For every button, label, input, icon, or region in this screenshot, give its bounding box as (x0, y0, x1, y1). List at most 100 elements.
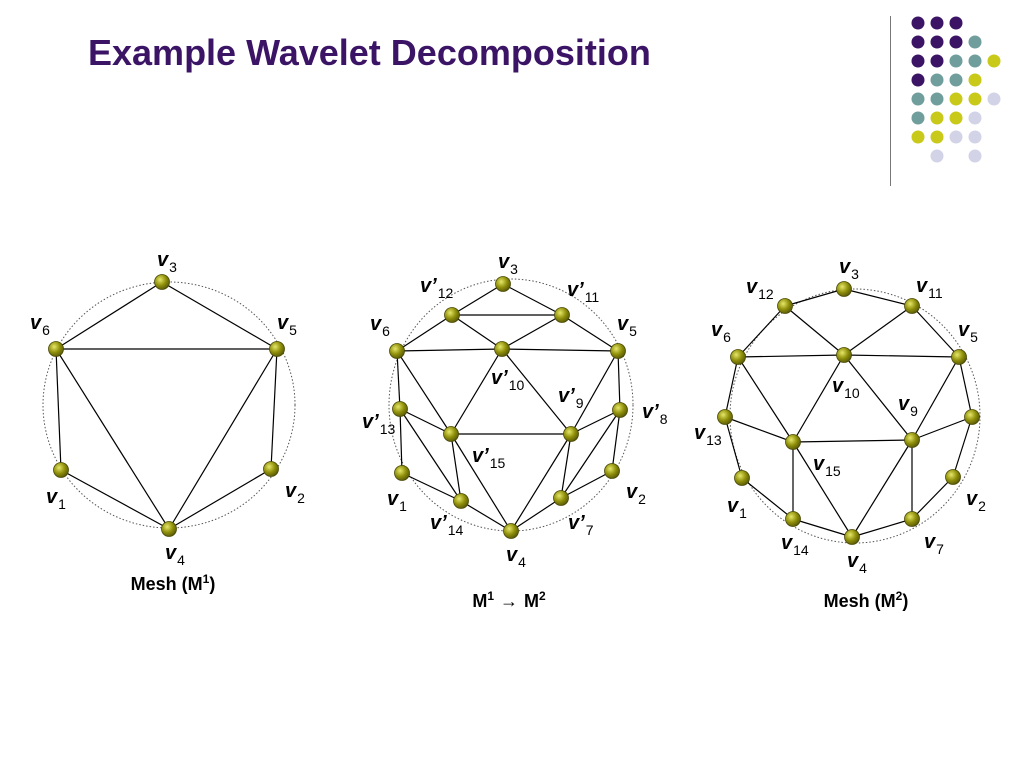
vertex-node (836, 281, 852, 297)
mesh-edge (737, 356, 794, 443)
mesh-edge (396, 350, 401, 410)
mesh-edge (55, 348, 170, 530)
mesh-edge (560, 433, 572, 499)
vertex-node (951, 349, 967, 365)
mesh-edge (399, 408, 403, 474)
vertex-node (53, 462, 69, 478)
mesh-edge (399, 408, 462, 502)
mesh-edge (843, 305, 913, 356)
decor-dot (968, 73, 982, 87)
mesh-edge (168, 348, 278, 530)
vertex-node (904, 432, 920, 448)
mesh-edge (401, 472, 462, 502)
vertex-node (154, 274, 170, 290)
vertex-node (563, 426, 579, 442)
vertex-label: v’11 (567, 279, 599, 305)
decor-dot (949, 130, 963, 144)
mesh-edge (396, 348, 503, 352)
vertex-node (495, 276, 511, 292)
decor-dot (911, 92, 925, 106)
mesh-edge (570, 350, 619, 435)
decor-dot (968, 35, 982, 49)
vertex-label: v’8 (642, 401, 668, 427)
vertex-label: v’7 (568, 512, 594, 538)
vertex-node (503, 523, 519, 539)
vertex-label: v12 (746, 276, 774, 302)
vertex-label: v’14 (430, 512, 463, 538)
mesh-edge (958, 356, 973, 418)
mesh-edge (399, 408, 452, 435)
vertex-node (443, 426, 459, 442)
mesh-edge (741, 477, 794, 520)
mesh-edge (161, 281, 278, 350)
mesh-edge (450, 433, 462, 502)
vertex-node (945, 469, 961, 485)
mesh-edge (510, 433, 572, 532)
decor-dot (930, 54, 944, 68)
decor-dot (911, 54, 925, 68)
vertex-node (610, 343, 626, 359)
mesh-edge (911, 356, 960, 441)
vertex-node (494, 341, 510, 357)
mesh-edge (851, 518, 913, 538)
mesh-edge (724, 356, 739, 418)
mesh-edge (396, 314, 453, 352)
vertex-label: v3 (839, 256, 859, 282)
decor-dot (949, 92, 963, 106)
decorative-divider-line (890, 16, 891, 186)
vertex-node (964, 409, 980, 425)
decor-dot (968, 54, 982, 68)
mesh-edge (396, 350, 452, 435)
vertex-label: v2 (285, 480, 305, 506)
mesh-edge (724, 416, 794, 443)
decor-dot (930, 73, 944, 87)
mesh-edge (510, 497, 562, 532)
mesh-edge (460, 500, 512, 532)
decor-dot (911, 130, 925, 144)
vertex-node (785, 511, 801, 527)
decor-dot (968, 111, 982, 125)
mesh-edge (792, 439, 913, 443)
decor-dot (949, 35, 963, 49)
mesh-edge (501, 348, 619, 352)
vertex-node (554, 307, 570, 323)
vertex-label: v11 (916, 275, 943, 301)
vertex-label: v2 (626, 481, 646, 507)
mesh-edge (737, 354, 845, 358)
vertex-label: v3 (157, 249, 177, 275)
decor-dot (911, 35, 925, 49)
vertex-node (269, 341, 285, 357)
vertex-node (604, 463, 620, 479)
vertex-node (836, 347, 852, 363)
vertex-label: v1 (46, 486, 66, 512)
mesh-edge (911, 476, 954, 520)
mesh-edge (560, 409, 621, 499)
vertex-node (161, 521, 177, 537)
caption-mesh-m1: Mesh (M1) (131, 572, 216, 594)
vertex-node (844, 529, 860, 545)
vertex-node (785, 434, 801, 450)
vertex-label: v4 (847, 550, 867, 576)
mesh-edge (270, 348, 278, 470)
mesh-edge (451, 314, 503, 350)
bounding-circle (388, 278, 634, 532)
mesh-edge (724, 416, 743, 479)
vertex-label: v2 (966, 488, 986, 514)
vertex-label: v’15 (472, 445, 505, 471)
mesh-edge (55, 348, 62, 471)
mesh-edge (570, 409, 621, 435)
decor-dot (930, 149, 944, 163)
vertex-label: v5 (617, 313, 637, 339)
decor-dot (949, 111, 963, 125)
mesh-edge (911, 305, 960, 358)
mesh-edge (617, 350, 621, 411)
mesh-edge (792, 518, 853, 538)
mesh-edge (611, 409, 621, 472)
mesh-edge (784, 305, 845, 356)
vertex-label: v’10 (491, 367, 524, 393)
vertex-label: v1 (727, 495, 747, 521)
vertex-label: v14 (781, 532, 809, 558)
